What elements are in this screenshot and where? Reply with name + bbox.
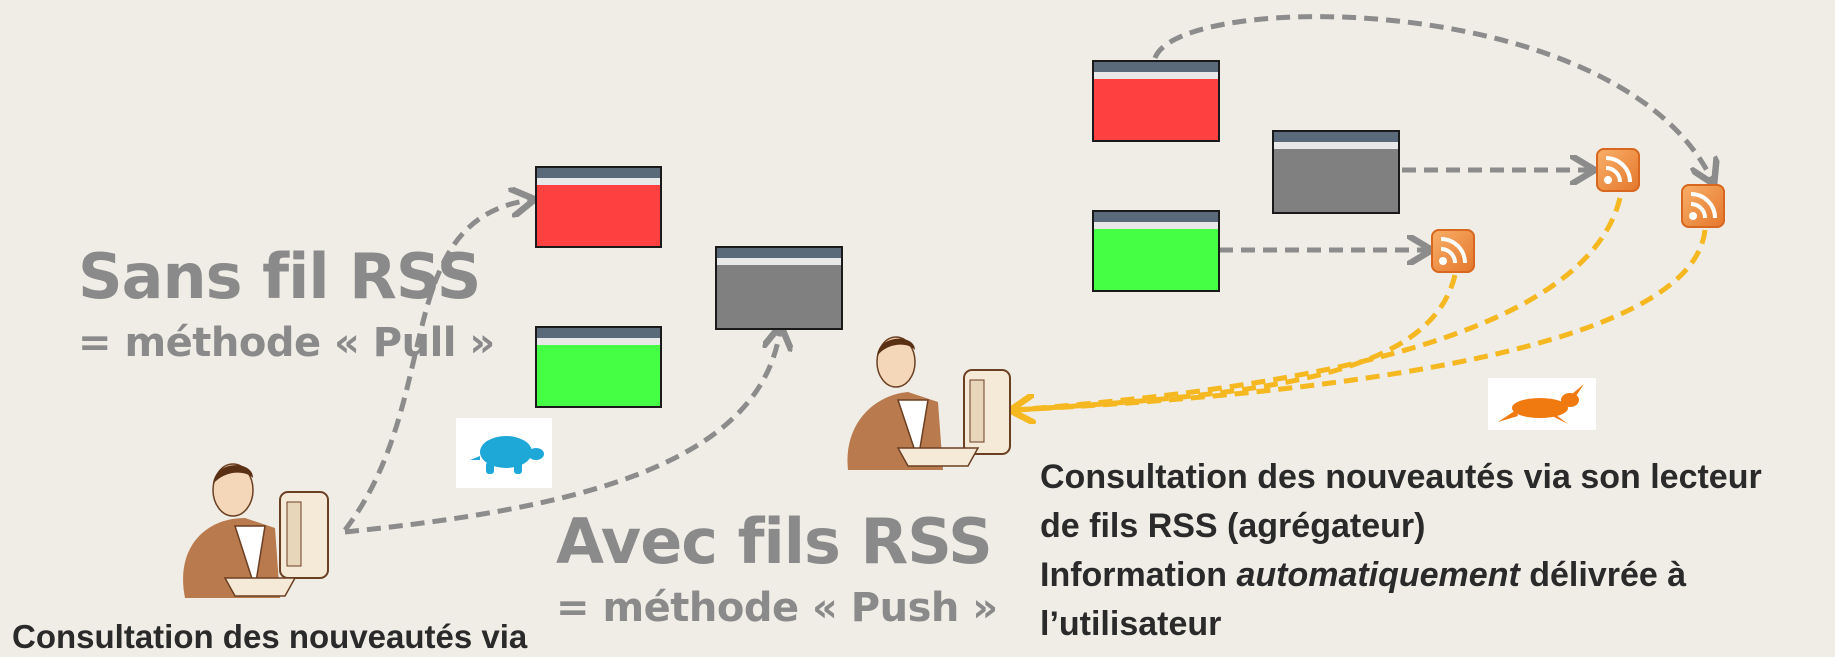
- pull-caption: Consultation des nouveautés via: [12, 618, 528, 655]
- push-heading: Avec fils RSS: [556, 505, 993, 578]
- push-caption-line-2: de fils RSS (agrégateur): [1040, 507, 1426, 545]
- browser-window-icon: [535, 326, 662, 408]
- browser-window-icon: [1092, 210, 1220, 292]
- push-caption-line-4: l’utilisateur: [1040, 605, 1222, 643]
- push-arrow-rss1: [1015, 274, 1458, 410]
- browser-window-icon: [1092, 60, 1220, 142]
- push-arrow-rss3: [1014, 229, 1708, 413]
- push-caption-line-3-pre: Information: [1040, 556, 1237, 594]
- tortoise-icon: [456, 418, 552, 488]
- feed-arrow-red-to-rss: [1152, 14, 1712, 180]
- rss-feed-icon: [1431, 229, 1475, 273]
- pull-arrow-to-gray-window: [344, 330, 780, 535]
- push-caption-line-1: Consultation des nouveautés via son lect…: [1040, 458, 1762, 496]
- rss-feed-icon: [1596, 148, 1640, 192]
- browser-window-icon: [535, 166, 662, 248]
- push-caption: Consultation des nouveautés via son lect…: [1040, 453, 1762, 649]
- push-caption-emphasis: automatiquement: [1236, 556, 1520, 594]
- push-caption-line-3-post: délivrée à: [1519, 556, 1687, 594]
- hare-icon: [1488, 378, 1596, 430]
- user-at-computer-icon: [838, 330, 1018, 490]
- pull-arrow-to-red-window: [343, 200, 530, 532]
- user-at-computer-icon: [165, 448, 345, 608]
- push-subheading: = méthode « Push »: [556, 585, 998, 631]
- browser-window-icon: [715, 246, 843, 330]
- pull-subheading: = méthode « Pull »: [78, 320, 495, 366]
- browser-window-icon: [1272, 130, 1400, 214]
- push-arrow-rss2: [1014, 197, 1623, 413]
- rss-feed-icon: [1681, 184, 1725, 228]
- pull-heading: Sans fil RSS: [78, 240, 481, 313]
- push-caption-line-3: Information automatiquement délivrée à: [1040, 551, 1762, 600]
